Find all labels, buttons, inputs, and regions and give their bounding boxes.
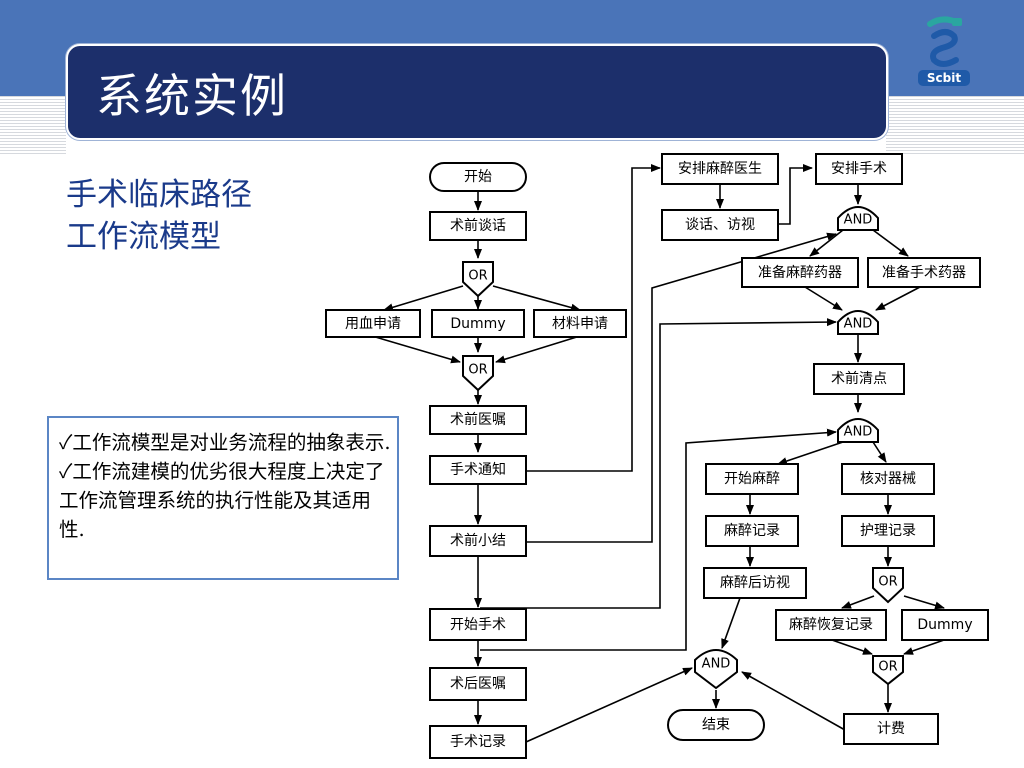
- node-talk-visit: 谈话、访视: [661, 209, 779, 241]
- node-nursing-record: 护理记录: [841, 515, 935, 547]
- node-pre-summary: 术前小结: [429, 525, 527, 557]
- svg-text:计费: 计费: [877, 721, 905, 737]
- title-panel: 系统实例: [66, 44, 888, 140]
- svg-text:OR: OR: [878, 575, 897, 590]
- node-surgery-record: 手术记录: [429, 725, 527, 759]
- node-check-instr: 核对器械: [841, 463, 935, 495]
- gate-and-3: AND: [837, 418, 879, 443]
- svg-text:开始手术: 开始手术: [450, 617, 506, 633]
- node-pre-order: 术前医嘱: [429, 405, 527, 435]
- node-end: 结束: [667, 709, 765, 741]
- gate-or-3: OR: [872, 567, 904, 604]
- svg-text:AND: AND: [702, 657, 731, 672]
- svg-text:安排麻醉医生: 安排麻醉医生: [678, 161, 762, 177]
- svg-text:核对器械: 核对器械: [860, 471, 916, 487]
- node-notice: 手术通知: [429, 455, 527, 485]
- svg-text:术前医嘱: 术前医嘱: [450, 411, 506, 428]
- node-dummy-1: Dummy: [431, 309, 525, 338]
- node-start-surgery: 开始手术: [429, 608, 527, 641]
- gate-and-1: AND: [837, 206, 879, 231]
- svg-text:准备麻醉药器: 准备麻醉药器: [758, 264, 842, 281]
- node-dummy-2: Dummy: [901, 609, 989, 641]
- node-billing: 计费: [843, 713, 939, 745]
- svg-text:用血申请: 用血申请: [345, 316, 401, 332]
- svg-text:Dummy: Dummy: [450, 316, 505, 332]
- node-prep-surg-drug: 准备手术药器: [867, 257, 981, 288]
- note-2: ✓工作流建模的优劣很大程度上决定了工作流管理系统的执行性能及其适用性.: [59, 460, 385, 541]
- note-1: ✓工作流模型是对业务流程的抽象表示.: [59, 431, 391, 454]
- svg-text:麻醉后访视: 麻醉后访视: [720, 575, 790, 591]
- svg-text:谈话、访视: 谈话、访视: [685, 217, 755, 233]
- node-post-order: 术后医嘱: [429, 667, 527, 701]
- svg-text:手术通知: 手术通知: [450, 461, 506, 478]
- node-pre-talk: 术前谈话: [429, 211, 527, 241]
- svg-text:术后医嘱: 术后医嘱: [450, 676, 506, 692]
- gate-or-4: OR: [872, 655, 904, 686]
- svg-text:安排手术: 安排手术: [831, 161, 887, 177]
- gate-and-2: AND: [837, 310, 879, 335]
- svg-text:术前谈话: 术前谈话: [450, 217, 506, 234]
- node-arrange-anes: 安排麻醉医生: [661, 153, 779, 185]
- slide-title: 系统实例: [96, 69, 288, 123]
- node-start: 开始: [429, 162, 527, 192]
- node-prep-anes-drug: 准备麻醉药器: [741, 257, 859, 288]
- logo-text: Scbit: [927, 71, 961, 85]
- svg-text:麻醉恢复记录: 麻醉恢复记录: [789, 616, 873, 633]
- node-pre-count: 术前清点: [813, 363, 905, 395]
- node-blood: 用血申请: [325, 309, 421, 338]
- svg-text:OR: OR: [468, 363, 487, 378]
- svg-text:Dummy: Dummy: [917, 617, 972, 633]
- node-post-anes-visit: 麻醉后访视: [703, 567, 807, 599]
- svg-text:手术记录: 手术记录: [450, 734, 506, 750]
- gate-or-2: OR: [462, 355, 494, 392]
- gate-and-4: AND: [694, 649, 738, 690]
- svg-text:麻醉记录: 麻醉记录: [724, 523, 780, 539]
- subtitle: 手术临床路径 工作流模型: [66, 174, 252, 258]
- node-arrange-surgery: 安排手术: [815, 153, 903, 185]
- svg-text:开始麻醉: 开始麻醉: [724, 471, 780, 487]
- svg-text:准备手术药器: 准备手术药器: [882, 264, 966, 281]
- svg-text:护理记录: 护理记录: [860, 523, 916, 539]
- svg-text:结束: 结束: [702, 717, 730, 733]
- gate-or-1: OR: [462, 261, 494, 298]
- svg-text:术前清点: 术前清点: [831, 370, 887, 387]
- note-box: ✓工作流模型是对业务流程的抽象表示. ✓工作流建模的优劣很大程度上决定了工作流管…: [47, 416, 399, 580]
- subtitle-line-1: 手术临床路径: [66, 177, 252, 213]
- svg-text:OR: OR: [878, 660, 897, 675]
- svg-text:术前小结: 术前小结: [450, 532, 506, 549]
- node-start-anes: 开始麻醉: [705, 463, 799, 495]
- svg-text:开始: 开始: [464, 169, 492, 185]
- svg-text:AND: AND: [844, 425, 873, 440]
- node-anes-record: 麻醉记录: [705, 515, 799, 547]
- svg-text:OR: OR: [468, 269, 487, 284]
- svg-text:AND: AND: [844, 317, 873, 332]
- scbit-logo-icon: Scbit: [918, 16, 970, 86]
- node-anes-recovery: 麻醉恢复记录: [775, 609, 887, 641]
- subtitle-line-2: 工作流模型: [66, 219, 221, 255]
- node-material: 材料申请: [533, 309, 627, 338]
- svg-text:材料申请: 材料申请: [552, 316, 608, 332]
- svg-text:AND: AND: [844, 213, 873, 228]
